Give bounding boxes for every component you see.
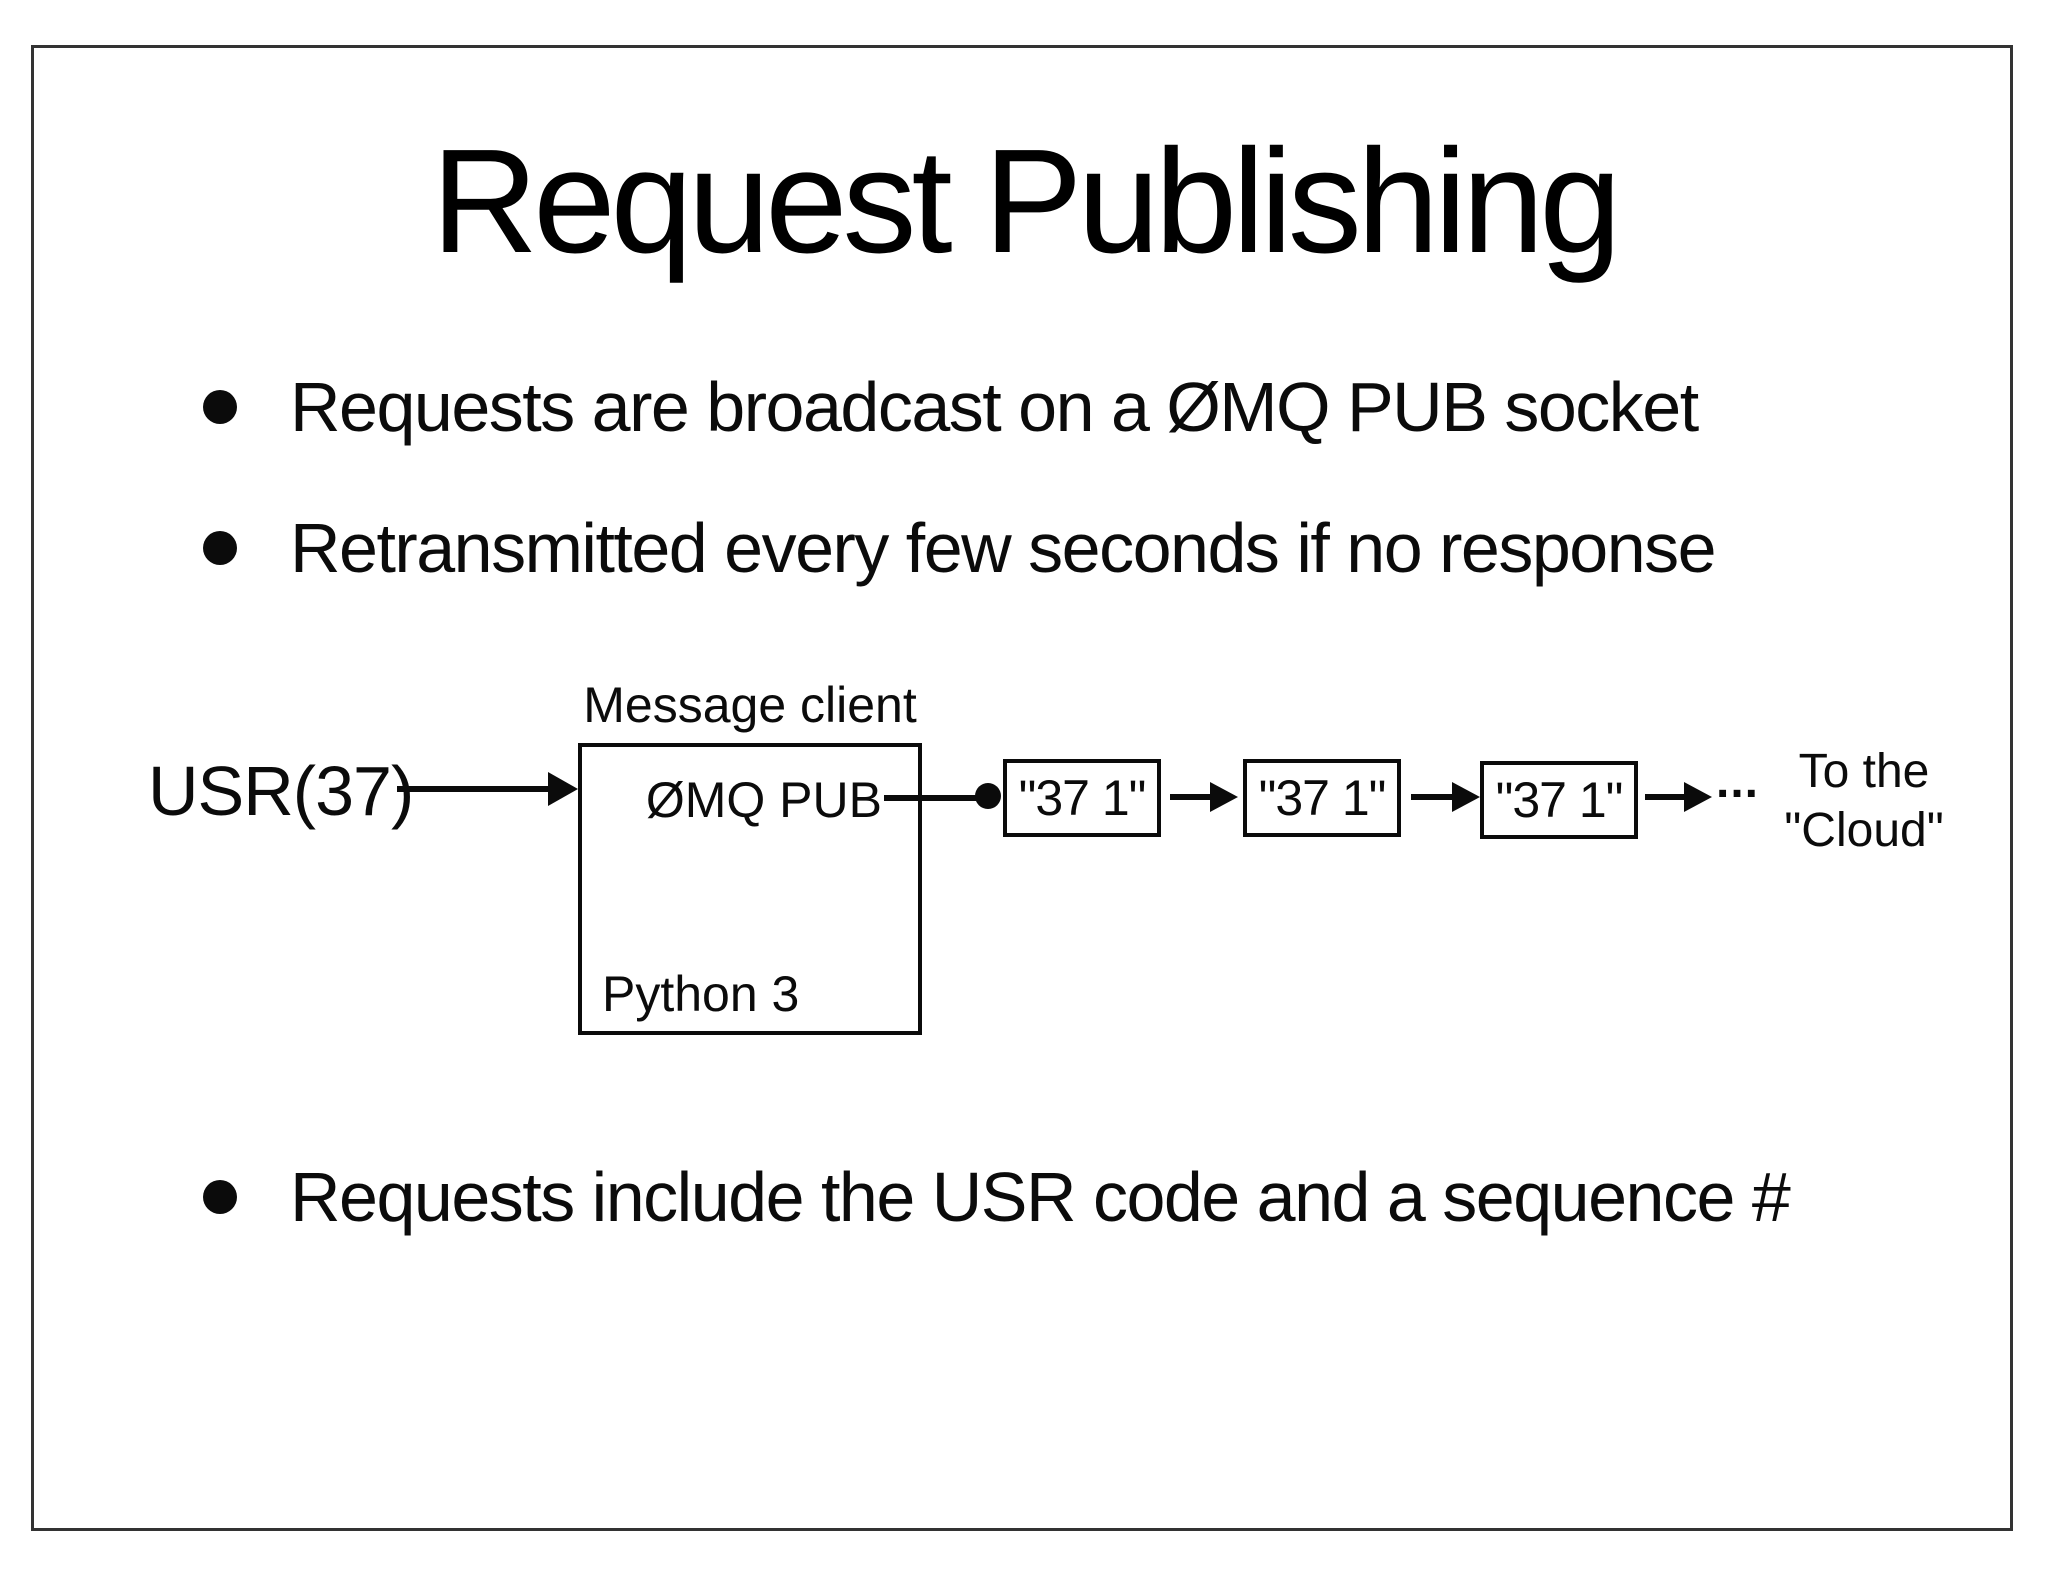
connector-line — [884, 795, 978, 801]
bullet-item: Retransmitted every few seconds if no re… — [203, 509, 1717, 587]
message-packet: "37 1" — [1003, 759, 1161, 837]
bullet-icon — [203, 531, 237, 565]
arrowhead-icon — [1452, 782, 1480, 812]
bullet-text: Retransmitted every few seconds if no re… — [290, 509, 1717, 587]
message-packet: "37 1" — [1480, 761, 1638, 839]
arrowhead-icon — [1210, 782, 1238, 812]
arrow-icon — [1411, 794, 1453, 800]
runtime-label: Python 3 — [602, 966, 800, 1022]
message-client-box: ØMQ PUB Python 3 — [578, 743, 922, 1035]
bullet-item: Requests are broadcast on a ØMQ PUB sock… — [203, 368, 1699, 446]
cloud-destination-label: To the "Cloud" — [1758, 742, 1970, 860]
arrowhead-icon — [548, 772, 578, 806]
bullet-text: Requests are broadcast on a ØMQ PUB sock… — [290, 368, 1699, 446]
bullet-text: Requests include the USR code and a sequ… — [290, 1158, 1791, 1236]
arrow-icon — [1170, 794, 1212, 800]
bullet-item: Requests include the USR code and a sequ… — [203, 1158, 1791, 1236]
slide-title: Request Publishing — [431, 119, 1621, 284]
bullet-icon — [203, 390, 237, 424]
bullet-icon — [203, 1180, 237, 1214]
arrowhead-icon — [1684, 782, 1712, 812]
message-packet: "37 1" — [1243, 759, 1401, 837]
arrow-icon — [397, 786, 550, 792]
socket-label: ØMQ PUB — [645, 772, 882, 828]
cloud-label-line2: "Cloud" — [1784, 804, 1944, 857]
client-box-title: Message client — [583, 677, 917, 733]
connector-dot-icon — [975, 783, 1001, 809]
cloud-label-line1: To the — [1798, 745, 1930, 798]
ellipsis-icon: ... — [1716, 755, 1760, 808]
arrow-icon — [1645, 794, 1685, 800]
usr-source-label: USR(37) — [148, 752, 414, 830]
